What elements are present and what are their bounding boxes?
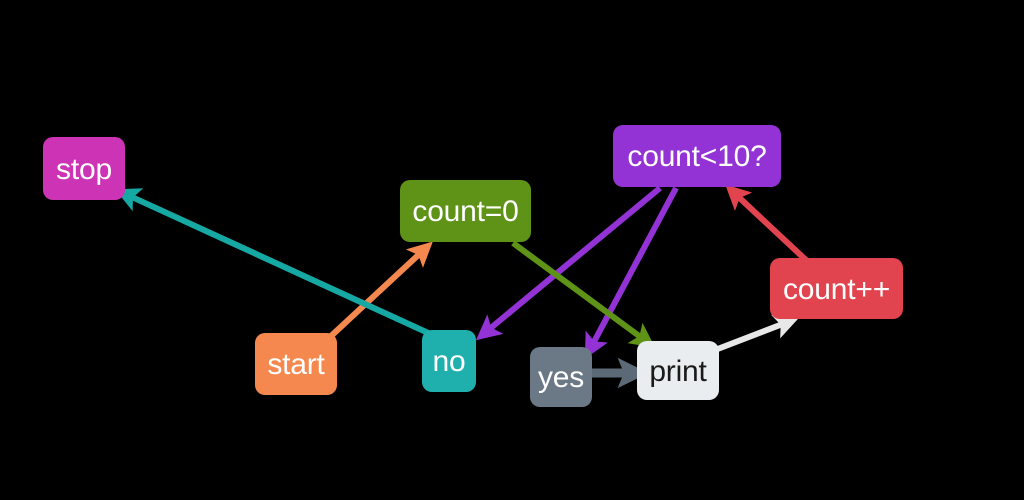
node-yes[interactable]: yes [530,347,592,407]
node-no[interactable]: no [422,330,476,392]
node-label-countpp: count++ [782,272,891,306]
edge-print-to-countpp [713,314,800,353]
node-label-countlt10: count<10? [627,140,767,173]
node-count0[interactable]: count=0 [400,180,531,242]
node-print[interactable]: print [637,341,719,400]
node-label-start: start [267,348,325,381]
node-label-yes: yes [537,361,585,394]
node-label-no: no [432,345,466,378]
node-start[interactable]: start [255,333,337,395]
edge-no-to-stop [115,188,439,340]
node-countlt10[interactable]: count<10? [613,125,781,187]
node-stop[interactable]: stop [43,137,125,200]
node-label-stop: stop [56,152,112,186]
node-label-count0: count=0 [412,195,519,228]
edge-countlt10-to-yes [584,186,679,359]
node-label-print: print [649,354,707,388]
edge-count0-to-print [511,240,656,348]
edge-start-to-count0 [327,241,433,340]
edge-countpp-to-countlt10 [725,184,810,264]
node-countpp[interactable]: count++ [770,258,903,319]
